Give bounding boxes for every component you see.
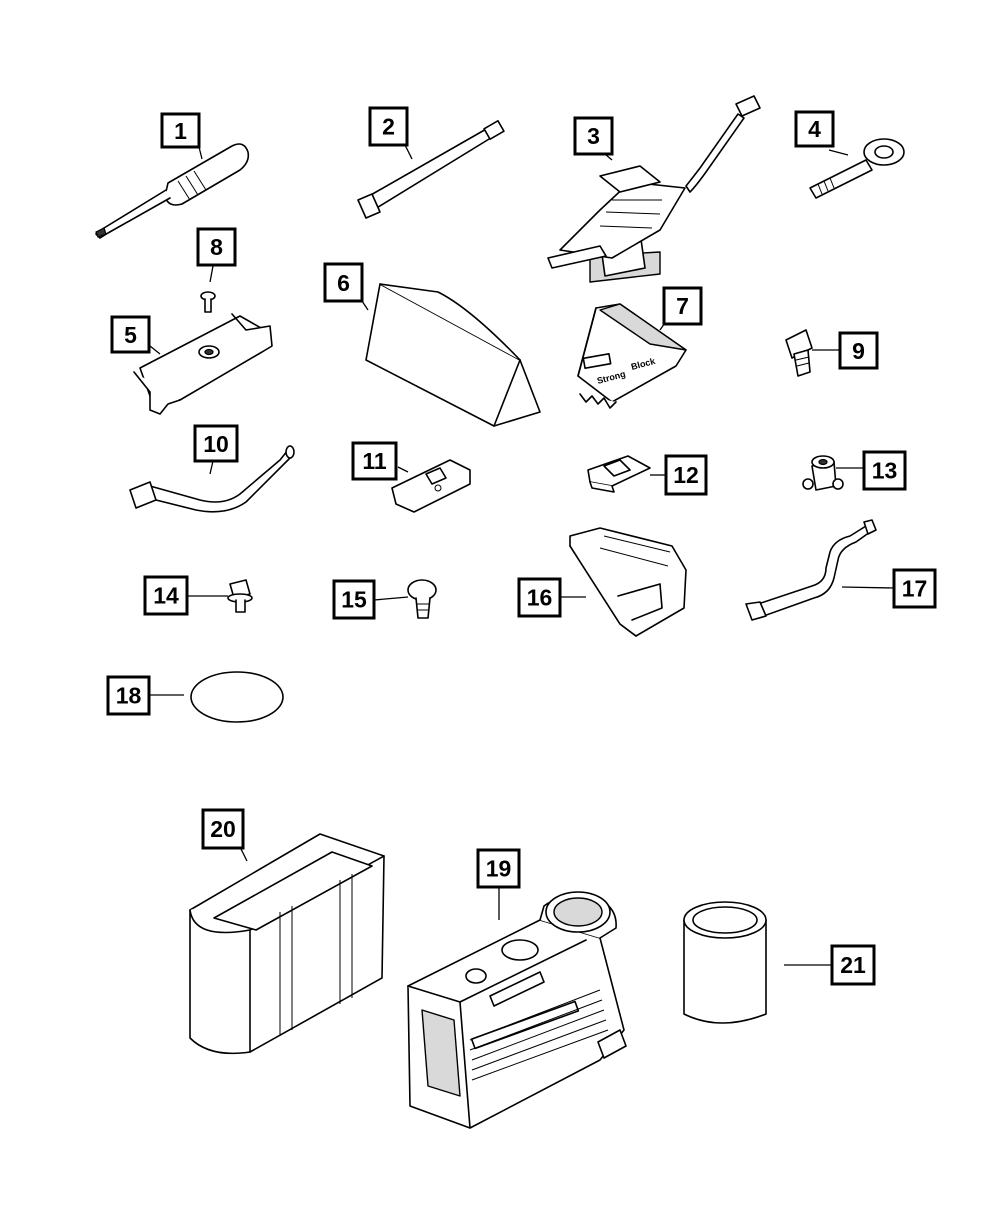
callout-5: 5 [110,315,151,354]
callout-15-number: 15 [341,587,367,613]
callout-11-number: 11 [362,448,387,474]
callout-2-number: 2 [382,114,395,140]
callout-12: 12 [664,454,708,496]
callout-12-number: 12 [673,462,699,488]
wheel-chock-icon: Strong Block [577,303,687,409]
callout-6-number: 6 [337,270,350,296]
callout-1-number: 1 [174,118,187,144]
callout-14-number: 14 [153,583,179,609]
callout-13-number: 13 [872,458,898,484]
callout-17-number: 17 [902,576,928,602]
lug-wrench-icon [129,445,295,513]
callout-16-number: 16 [527,585,553,611]
callout-2: 2 [368,106,409,147]
callout-17: 17 [892,568,937,609]
callout-18-number: 18 [116,683,142,709]
screwdriver-icon [95,143,250,239]
callout-7: 7 [662,286,703,326]
jack-bracket-icon [133,313,273,415]
push-pin-icon [407,579,437,619]
callout-8: 8 [196,227,237,267]
callout-9: 9 [838,331,879,370]
callout-9-number: 9 [852,338,865,364]
callout-11: 11 [351,441,398,481]
screw-icon [200,291,216,313]
callout-21: 21 [830,944,876,986]
callout-13: 13 [862,450,907,491]
callout-3: 3 [573,116,614,156]
callout-1: 1 [160,112,201,149]
callout-4-number: 4 [808,116,821,142]
callout-3-number: 3 [587,123,600,149]
flange-bolt-icon [227,579,253,613]
callout-5-number: 5 [124,322,137,348]
jack-handle-extension-icon [357,120,505,219]
callout-6: 6 [323,262,364,303]
air-compressor-icon [407,891,627,1129]
scissor-jack-icon [547,95,761,283]
hold-down-strap-icon [745,519,877,621]
decal-icon [190,671,284,723]
foam-block-icon [365,283,541,427]
clip-icon [587,455,651,493]
callout-20-number: 20 [210,816,236,842]
callout-18: 18 [106,675,151,716]
callout-21-number: 21 [840,952,866,978]
callout-19: 19 [476,848,521,889]
callout-14: 14 [143,575,189,616]
callout-10-number: 10 [203,431,229,457]
storage-bin-icon [569,527,687,637]
callout-8-number: 8 [210,234,223,260]
bolt-icon [785,329,813,377]
callout-19-number: 19 [486,856,512,882]
callout-10: 10 [193,424,239,463]
sealant-bottle-icon [683,901,767,1024]
callout-4: 4 [794,110,835,148]
wing-nut-icon [802,455,844,491]
callout-7-number: 7 [676,293,689,319]
callout-20: 20 [201,808,245,850]
bracket-plate-icon [391,459,471,513]
tow-hook-eye-bolt-icon [809,138,905,199]
callout-16: 16 [517,577,562,618]
sealant-canister-case-icon [189,833,385,1055]
leader-lines [149,144,895,966]
callout-15: 15 [332,579,376,620]
